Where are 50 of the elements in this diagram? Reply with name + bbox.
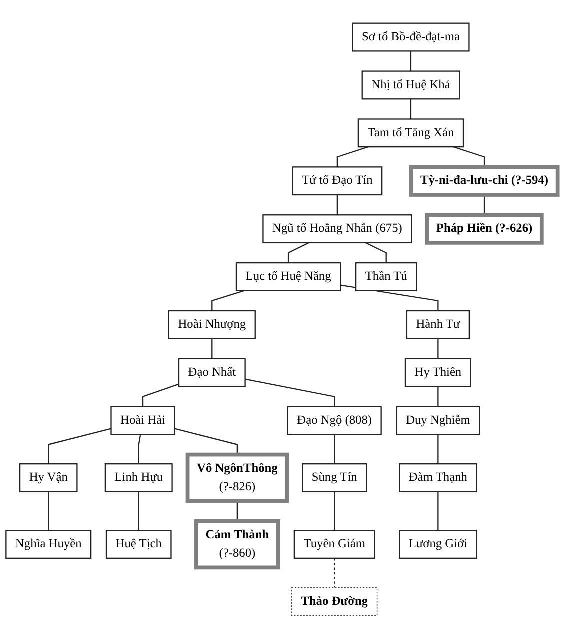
node-box: Tam tổ Tăng Xán — [358, 118, 464, 148]
node-box: Nhị tổ Huệ Khả — [362, 70, 460, 100]
connector — [410, 51, 412, 72]
connector — [334, 492, 336, 531]
node-box: Tứ tổ Đạo Tín — [292, 166, 383, 196]
node-box: Hoài Hải — [110, 406, 176, 436]
connector — [48, 428, 112, 464]
connector — [336, 195, 338, 216]
node-box: Hành Tư — [406, 310, 470, 340]
connector — [212, 290, 244, 311]
node-box: Đạo Nhất — [178, 358, 246, 388]
connector — [212, 338, 213, 359]
node-box: Ngũ tổ Hoằng Nhẫn (675) — [262, 214, 412, 244]
node-box: Cảm Thành (?-860) — [194, 519, 280, 570]
connector — [410, 99, 412, 120]
node-box: Hy Vận — [19, 464, 78, 492]
node-box: Đàm Thạnh — [399, 464, 478, 492]
connector — [142, 384, 180, 407]
connector — [438, 338, 439, 359]
node-box: Sơ tổ Bồ-đề-đạt-ma — [352, 22, 470, 52]
node-box: Tuyên Giám — [294, 530, 376, 559]
connector — [334, 434, 336, 464]
connector — [334, 558, 336, 588]
node-box: Lương Giới — [399, 530, 478, 559]
connector — [438, 434, 439, 464]
node-box: Lục tổ Huệ Năng — [236, 262, 342, 292]
node-box: Nghĩa Huyền — [6, 530, 92, 559]
node-box: Pháp Hiền (?-626) — [425, 213, 544, 245]
node-box: Hoài Nhượng — [168, 310, 256, 340]
node-box: Đạo Ngộ (808) — [287, 406, 382, 436]
connector — [438, 386, 439, 407]
connector — [138, 434, 142, 464]
node-box: Linh Hựu — [104, 464, 173, 492]
connector — [138, 492, 140, 531]
connector — [174, 428, 238, 455]
connector — [454, 146, 486, 168]
connector — [438, 492, 439, 531]
node-box: Duy Nghiễm — [396, 406, 480, 436]
connector — [336, 146, 368, 168]
node-box: Thần Tú — [355, 262, 418, 292]
connector — [48, 492, 50, 531]
node-box: Vô NgônThông (?-826) — [186, 452, 290, 504]
connector — [288, 242, 310, 264]
node-box: Sùng Tín — [302, 464, 368, 492]
node-box: Hy Thiên — [404, 358, 472, 388]
node-box: Tỳ-ni-đa-lưu-chi (?-594) — [409, 165, 560, 197]
connector — [366, 242, 387, 264]
node-box: Thảo Đường — [292, 587, 378, 616]
connector — [245, 378, 336, 407]
node-box: Huệ Tịch — [106, 530, 172, 559]
